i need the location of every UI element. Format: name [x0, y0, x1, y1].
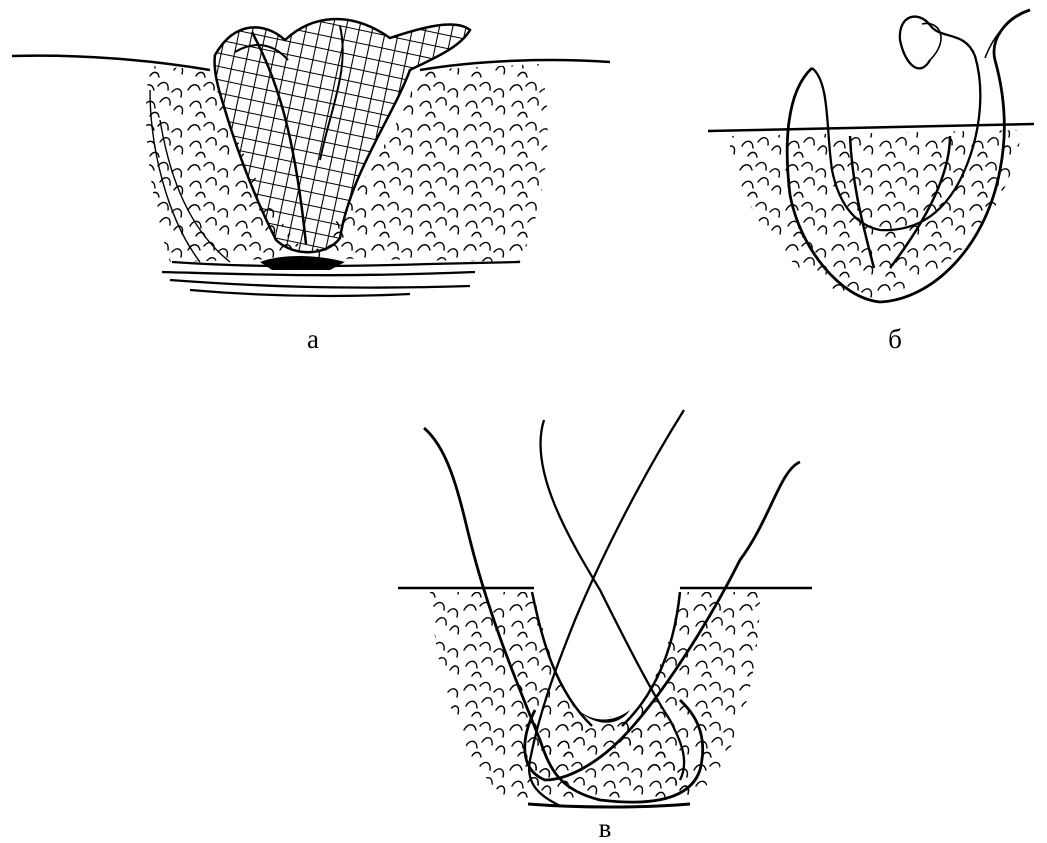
panel-c-drawing	[398, 410, 812, 807]
panel-b-drawing	[708, 10, 1034, 302]
panel-label-a: а	[307, 326, 319, 353]
panel-label-v: в	[599, 815, 612, 842]
panel-a-surface-top	[12, 56, 210, 70]
panel-a-drawing	[12, 19, 610, 296]
panel-b-surface	[708, 124, 1034, 131]
panel-c-bottom-line	[528, 804, 690, 807]
panel-b-tissue	[728, 130, 1022, 300]
panel-a-base-lines	[162, 262, 520, 296]
panel-label-b: б	[888, 326, 902, 353]
